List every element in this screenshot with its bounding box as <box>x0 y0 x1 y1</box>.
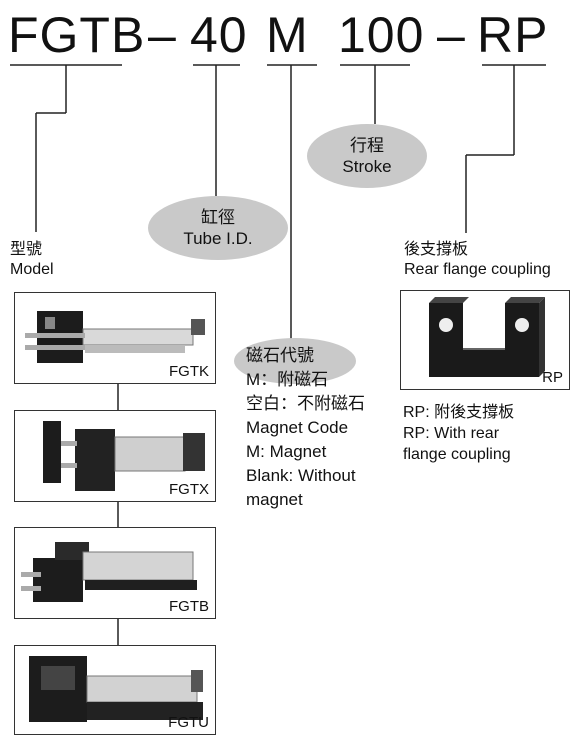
photo-fgtk: FGTK <box>14 292 216 384</box>
stroke-label-en: Stroke <box>307 156 427 177</box>
bore-label-en: Tube I.D. <box>148 228 288 249</box>
bore-ellipse: 缸徑 Tube I.D. <box>148 196 288 260</box>
rp-line-1: RP: 附後支撐板 <box>403 402 514 423</box>
model-label-en: Model <box>10 260 54 280</box>
magnet-line-7: magnet <box>246 488 365 512</box>
model-tag-fgtk: FGTK <box>169 364 209 380</box>
rp-line-3: flange coupling <box>403 444 514 465</box>
code-bore: 40 <box>190 10 248 60</box>
rear-label-zh: 後支撐板 <box>404 240 551 260</box>
code-series: FGTB <box>8 10 145 60</box>
magnet-line-4: Magnet Code <box>246 416 365 440</box>
rear-label-en: Rear flange coupling <box>404 260 551 280</box>
rp-photo: RP <box>400 290 570 390</box>
magnet-code-text: 磁石代號 M：附磁石 空白：不附磁石 Magnet Code M: Magnet… <box>246 344 365 512</box>
magnet-line-5: M: Magnet <box>246 440 365 464</box>
magnet-line-2: M：附磁石 <box>246 368 365 392</box>
rp-line-2: RP: With rear <box>403 423 514 444</box>
rp-description: RP: 附後支撐板 RP: With rear flange coupling <box>403 402 514 465</box>
code-magnet: M <box>266 10 309 60</box>
photo-fgtx: FGTX <box>14 410 216 502</box>
model-tag-fgtb: FGTB <box>169 599 209 615</box>
model-label-zh: 型號 <box>10 240 54 260</box>
magnet-line-6: Blank: Without <box>246 464 365 488</box>
photo-fgtu: FGTU <box>14 645 216 735</box>
stroke-ellipse: 行程 Stroke <box>307 124 427 188</box>
magnet-line-1: 磁石代號 <box>246 344 365 368</box>
model-tag-fgtu: FGTU <box>168 715 209 731</box>
code-dash-2: – <box>437 10 466 60</box>
model-label: 型號 Model <box>10 240 54 280</box>
rear-flange-label: 後支撐板 Rear flange coupling <box>404 240 551 280</box>
rp-photo-tag: RP <box>542 370 563 386</box>
code-stroke: 100 <box>338 10 424 60</box>
model-tag-fgtx: FGTX <box>169 482 209 498</box>
photo-fgtb: FGTB <box>14 527 216 619</box>
bore-label-zh: 缸徑 <box>148 207 288 228</box>
code-option: RP <box>477 10 548 60</box>
code-dash-1: – <box>148 10 177 60</box>
magnet-line-3: 空白：不附磁石 <box>246 392 365 416</box>
stroke-label-zh: 行程 <box>307 135 427 156</box>
